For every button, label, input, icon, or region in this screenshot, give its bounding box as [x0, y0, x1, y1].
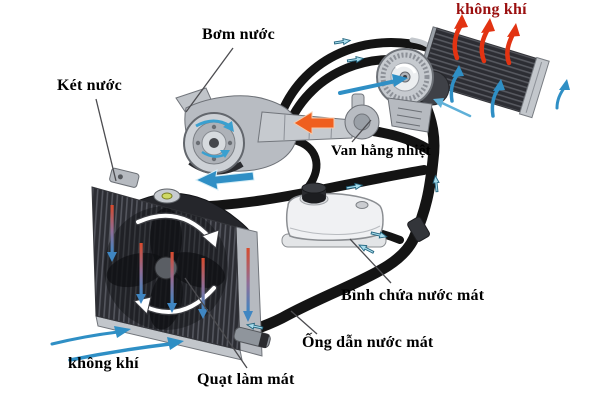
label-radiator: Két nước [57, 77, 122, 94]
radiator-bracket [109, 167, 140, 188]
label-thermostat: Van hằng nhiệt [331, 143, 431, 159]
label-coolant-pipe: Ống dẫn nước mát [302, 334, 434, 351]
hot-coolant-arrow [293, 111, 335, 135]
radiator [91, 167, 271, 361]
hot-air-arrows [452, 14, 520, 66]
pulley-rotation-arrows [195, 119, 234, 158]
coolant-temperature-arrows [107, 205, 253, 322]
pointer-reservoir [349, 238, 392, 284]
label-cooling-fan: Quạt làm mát [197, 371, 295, 388]
cool-air-into-heater-arrows [449, 65, 570, 118]
cool-air-into-blower-arrow [338, 74, 472, 118]
radiator-cap-center [161, 192, 173, 200]
pointer-coolant-pipe [290, 310, 318, 335]
pointer-lines [95, 47, 392, 369]
tank-cap [301, 182, 327, 204]
tank-fitting [355, 201, 369, 209]
pointer-cooling-fan [184, 277, 248, 369]
pointer-thermostat [351, 119, 372, 143]
coolant-flow-markers [245, 37, 440, 330]
label-water-pump: Bơm nước [202, 26, 275, 43]
pointer-water-pump [185, 47, 234, 113]
lower-hose-connector [233, 326, 271, 349]
cool-air-into-radiator-arrows [50, 326, 184, 362]
label-air-out-heater: không khí [456, 1, 527, 18]
fan-behind-core [104, 206, 228, 330]
hose-joint-collar [407, 216, 430, 242]
label-air-in-radiator: không khí [68, 355, 139, 372]
expansion-tank [281, 182, 387, 248]
bypass-hose [290, 136, 321, 190]
fan-rotation-arrows [133, 212, 220, 316]
blower-housing [387, 97, 433, 133]
pointer-radiator [95, 98, 117, 182]
water-pump [175, 87, 380, 191]
lower-radiator-hose [244, 96, 440, 337]
coolant-into-pump-arrow [194, 169, 255, 191]
heater-hose-1 [277, 38, 435, 117]
label-reservoir: Bình chứa nước mát [341, 287, 485, 304]
